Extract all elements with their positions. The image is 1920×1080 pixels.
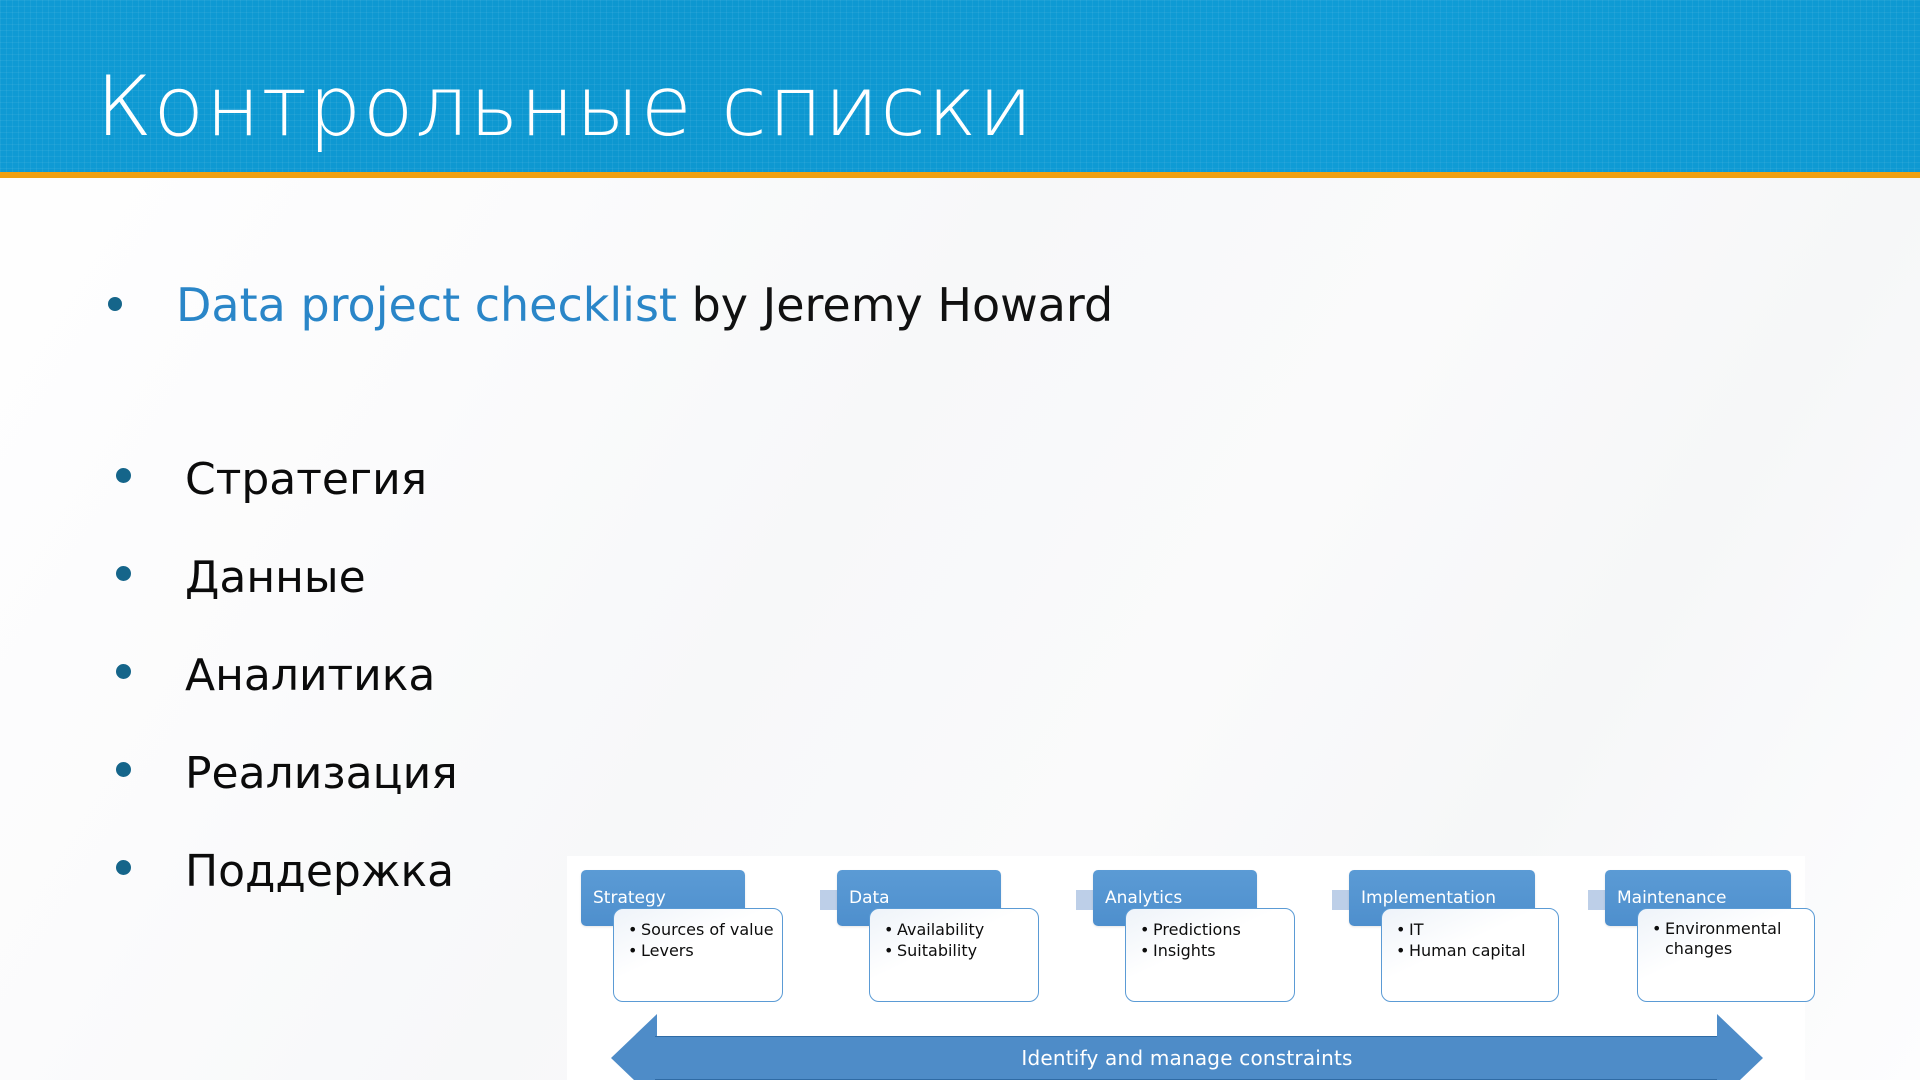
bullet-dot-icon [116,762,131,777]
bullet-label: Реализация [185,748,458,799]
stage-detail-box: Predictions Insights [1125,908,1295,1002]
arrow-shaft [655,1036,1719,1080]
stage-detail-item: Human capital [1396,940,1550,961]
diagram-stage-analytics: Analytics Predictions Insights [1093,870,1323,1002]
bullet-item-analytics: Аналитика [116,650,435,702]
stage-detail-item: Predictions [1140,919,1286,940]
bullet-item-maintenance: Поддержка [116,846,454,898]
stage-detail-item: Availability [884,919,1030,940]
diagram-stage-maintenance: Maintenance Environmental changes [1605,870,1835,1002]
bullet-label: Стратегия [185,454,428,505]
bullet-dot-icon [116,860,131,875]
bullet-link-suffix: by Jeremy Howard [676,278,1114,332]
slide-header-banner: Контрольные списки [0,0,1920,172]
data-project-checklist-link[interactable]: Data project checklist [176,278,677,332]
process-diagram: Strategy Sources of value Levers Data Av… [567,856,1815,1080]
stage-detail-item: Levers [628,940,774,961]
stage-detail-box: IT Human capital [1381,908,1559,1002]
bullet-item-implementation: Реализация [116,748,458,800]
arrow-label: Identify and manage constraints [1021,1046,1353,1070]
stage-detail-box: Environmental changes [1637,908,1815,1002]
stage-detail-box: Availability Suitability [869,908,1039,1002]
header-divider-rule [0,172,1920,178]
bullet-item-strategy: Стратегия [116,454,427,506]
bullet-item-link: Data project checklist by Jeremy Howard [108,278,1113,332]
stage-detail-item: Environmental changes [1652,919,1806,959]
diagram-stage-strategy: Strategy Sources of value Levers [581,870,811,1002]
bullet-label: Аналитика [185,650,436,701]
bullet-dot-icon [116,664,131,679]
stage-detail-box: Sources of value Levers [613,908,783,1002]
bullet-dot-icon [116,468,131,483]
bullet-dot-icon [116,566,131,581]
stage-detail-item: Insights [1140,940,1286,961]
constraints-double-arrow: Identify and manage constraints [611,1014,1763,1080]
bullet-item-data: Данные [116,552,366,604]
slide-body: Data project checklist by Jeremy Howard … [0,178,1920,1080]
diagram-stage-implementation: Implementation IT Human capital [1349,870,1579,1002]
bullet-label: Поддержка [185,846,455,897]
diagram-stage-data: Data Availability Suitability [837,870,1067,1002]
bullet-link-line: Data project checklist by Jeremy Howard [176,278,1113,332]
stage-detail-item: Suitability [884,940,1030,961]
bullet-dot-icon [108,297,122,311]
bullet-label: Данные [185,552,366,603]
stage-detail-item: IT [1396,919,1550,940]
arrow-left-head-icon [611,1014,657,1080]
stage-detail-item: Sources of value [628,919,774,940]
arrow-right-head-icon [1717,1014,1763,1080]
page-title: Контрольные списки [96,58,1035,155]
